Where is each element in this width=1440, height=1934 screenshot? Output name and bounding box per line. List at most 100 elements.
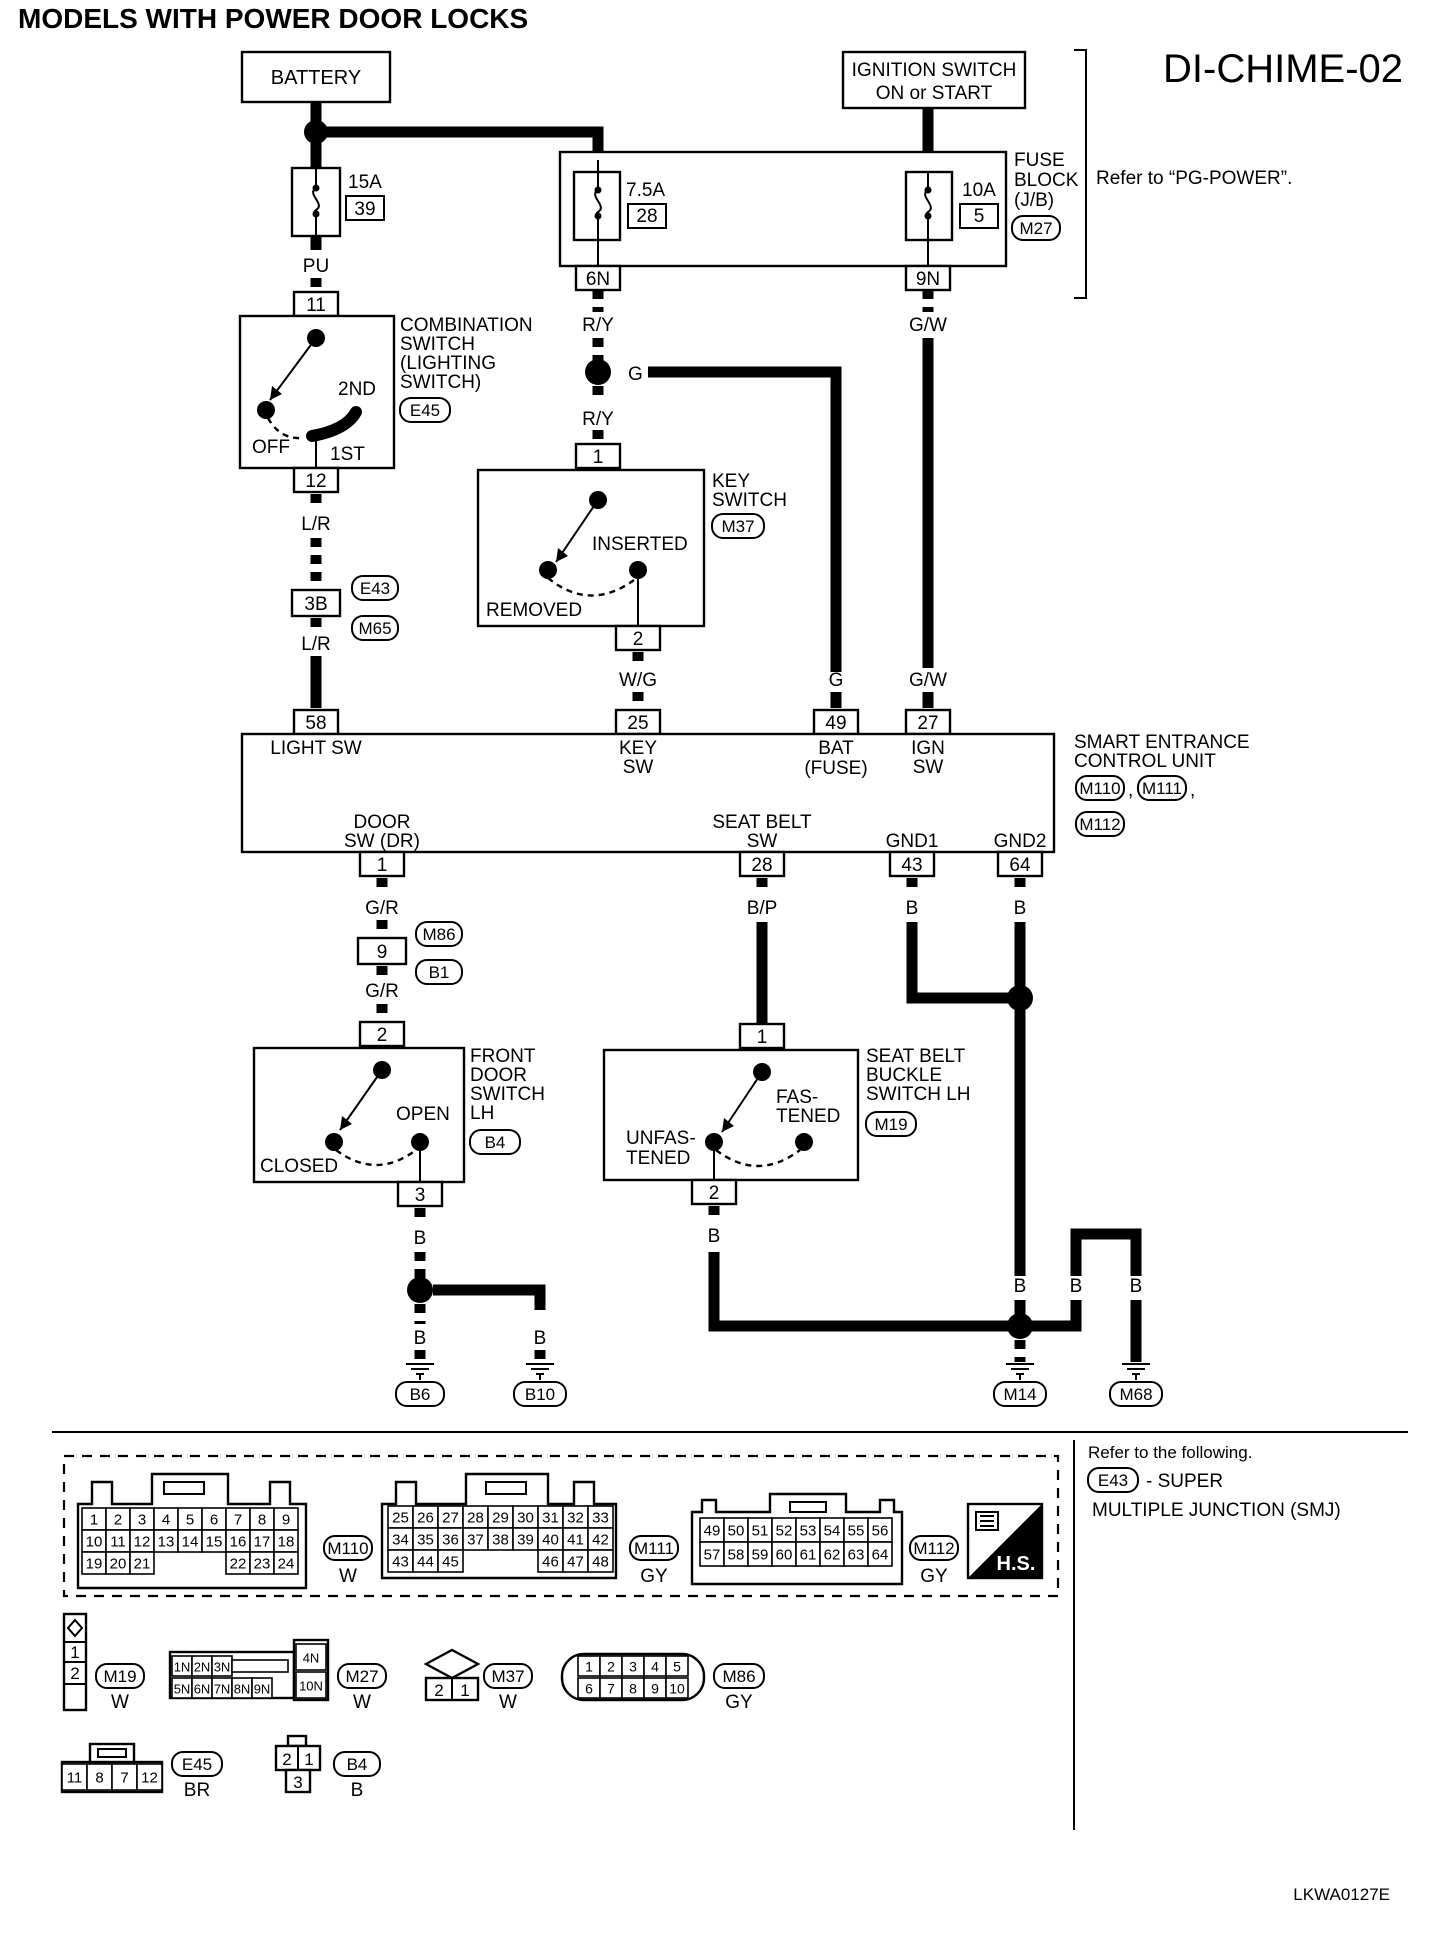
connector-pin-cell — [747, 1541, 773, 1567]
connector-pin-label: 18 — [278, 1534, 295, 1551]
wire-gr-2: G/R — [365, 981, 399, 1002]
connector-pin-label: 5 — [673, 1659, 681, 1675]
connector-pin-label: 64 — [872, 1547, 889, 1564]
secu-connector-m111: M111 — [1142, 779, 1182, 798]
svg-text:9N: 9N — [916, 269, 940, 290]
key-inserted-label: INSERTED — [592, 534, 688, 555]
connector-pin-cell — [273, 1551, 299, 1575]
svg-text:12: 12 — [305, 471, 326, 492]
connector-pin-label: 11 — [110, 1534, 126, 1551]
connector-m86-color: GY — [725, 1692, 753, 1713]
secu-door-sw: DOOR — [354, 812, 411, 833]
pin-3-front-door: 3 — [396, 1180, 444, 1208]
connector-pin-label: 26 — [417, 1510, 434, 1527]
secu-connector-m110: M110 — [1079, 779, 1120, 798]
connector-m19-color: W — [111, 1692, 129, 1713]
connector-pin-label: 19 — [86, 1556, 103, 1573]
svg-text:TENED: TENED — [626, 1148, 690, 1169]
wire-b-gnd1: B — [906, 898, 919, 919]
seat-fastened-label: FAS- — [776, 1087, 818, 1108]
connector-pin-label: 54 — [824, 1523, 841, 1540]
connector-pin-label: 30 — [517, 1510, 534, 1527]
connector-pin-label: 57 — [704, 1547, 721, 1564]
connector-pin-label: 2 — [607, 1659, 615, 1675]
connector-pin-label: 10 — [669, 1681, 685, 1697]
legend-smj: MULTIPLE JUNCTION (SMJ) — [1092, 1500, 1341, 1521]
fuse-block: 7.5A 28 10A 5 FUSE BLOCK (J/B) M27 — [558, 150, 1079, 268]
battery: BATTERY — [240, 50, 392, 104]
connector-pin-label: 5 — [186, 1512, 194, 1529]
connector-pin-label: 14 — [182, 1534, 199, 1551]
connector-pin-label: 51 — [752, 1523, 769, 1540]
connector-pin-label: 9 — [282, 1512, 290, 1529]
svg-text:64: 64 — [1009, 855, 1031, 876]
connector-pin-label: 63 — [848, 1547, 865, 1564]
pin-49: 49 — [812, 708, 860, 736]
connector-pin-label: 55 — [848, 1523, 865, 1540]
connector-pin-label: 8N — [234, 1682, 251, 1697]
connector-pin-label: 27 — [442, 1510, 459, 1527]
connector-m111-label: M111 — [634, 1539, 674, 1558]
svg-text:LH: LH — [470, 1103, 494, 1124]
harness-side-badge: H.S. — [966, 1502, 1044, 1580]
connector-m110-label: M110 — [327, 1539, 368, 1558]
wire-pu: PU — [303, 256, 329, 277]
connector-pin-label: 5N — [174, 1682, 191, 1697]
secu-key-sw: KEY — [619, 738, 657, 759]
connector-pin-label: 39 — [517, 1532, 534, 1549]
svg-text:DOOR: DOOR — [470, 1065, 527, 1086]
wire-b-m68: B — [1130, 1276, 1143, 1297]
wire-gw: G/W — [909, 315, 947, 336]
fuse-block-label-3: (J/B) — [1014, 190, 1054, 211]
joint-e43: E43 — [360, 579, 390, 598]
pin-64: 64 — [996, 850, 1044, 878]
harness-connectors-frame — [62, 1454, 1060, 1598]
connector-pin-cell — [699, 1541, 725, 1567]
connector-pin-label: 12 — [141, 1770, 158, 1787]
connector-pin-label: 31 — [542, 1510, 559, 1527]
connector-pin-cell — [231, 1659, 289, 1673]
seat-belt-buckle-switch: FAS- TENED UNFAS- TENED — [602, 1048, 860, 1182]
wire-b-gnd2: B — [1014, 898, 1027, 919]
battery-label: BATTERY — [271, 67, 361, 89]
svg-text:58: 58 — [305, 713, 326, 734]
door-open-label: OPEN — [396, 1104, 450, 1125]
connector-pin-label: 56 — [872, 1523, 889, 1540]
connector-pin-label: 8 — [629, 1681, 637, 1697]
fuse-7-5a-rating: 7.5A — [626, 180, 665, 201]
legend-super: - SUPER — [1146, 1471, 1223, 1492]
secu-bat-fuse: BAT — [818, 738, 854, 759]
key-switch-connector: M37 — [721, 517, 754, 536]
switch-2nd-label: 2ND — [338, 379, 376, 400]
svg-text:SW (DR): SW (DR) — [344, 831, 420, 852]
fuse-block-label-2: BLOCK — [1014, 170, 1079, 191]
connector-pin-cell — [723, 1517, 749, 1543]
joint-connector-9: 9 M86 B1 — [356, 921, 463, 985]
wire-b-m14: B — [1014, 1276, 1027, 1297]
connector-pin-cell — [819, 1517, 845, 1543]
connector-b4-color: B — [351, 1780, 364, 1801]
pin-1-door: 1 — [358, 850, 406, 878]
wire-b-door: B — [414, 1228, 427, 1249]
svg-text:SW: SW — [747, 831, 778, 852]
connector-pin-label: 34 — [392, 1532, 409, 1549]
connector-pin-label: 22 — [230, 1556, 247, 1573]
key-removed-label: REMOVED — [486, 600, 582, 621]
connector-pin-label: 33 — [592, 1510, 609, 1527]
ground-m68: M68 — [1109, 1381, 1163, 1407]
pin-1-key: 1 — [574, 442, 622, 470]
connector-pin-label: 25 — [392, 1510, 409, 1527]
pin-9n: 9N — [904, 264, 952, 292]
svg-text:SW: SW — [913, 757, 944, 778]
connector-pin-label: 9 — [651, 1681, 659, 1697]
connector-pin-label: 32 — [567, 1510, 584, 1527]
svg-text:SWITCH LH: SWITCH LH — [866, 1084, 971, 1105]
connector-pin-label: 10N — [299, 1679, 323, 1694]
front-door-switch-label: FRONT — [470, 1046, 536, 1067]
connector-pin-label: 17 — [254, 1534, 271, 1551]
connector-pin-label: 7 — [120, 1770, 128, 1787]
diagram-id: DI-CHIME-02 — [1163, 47, 1403, 91]
